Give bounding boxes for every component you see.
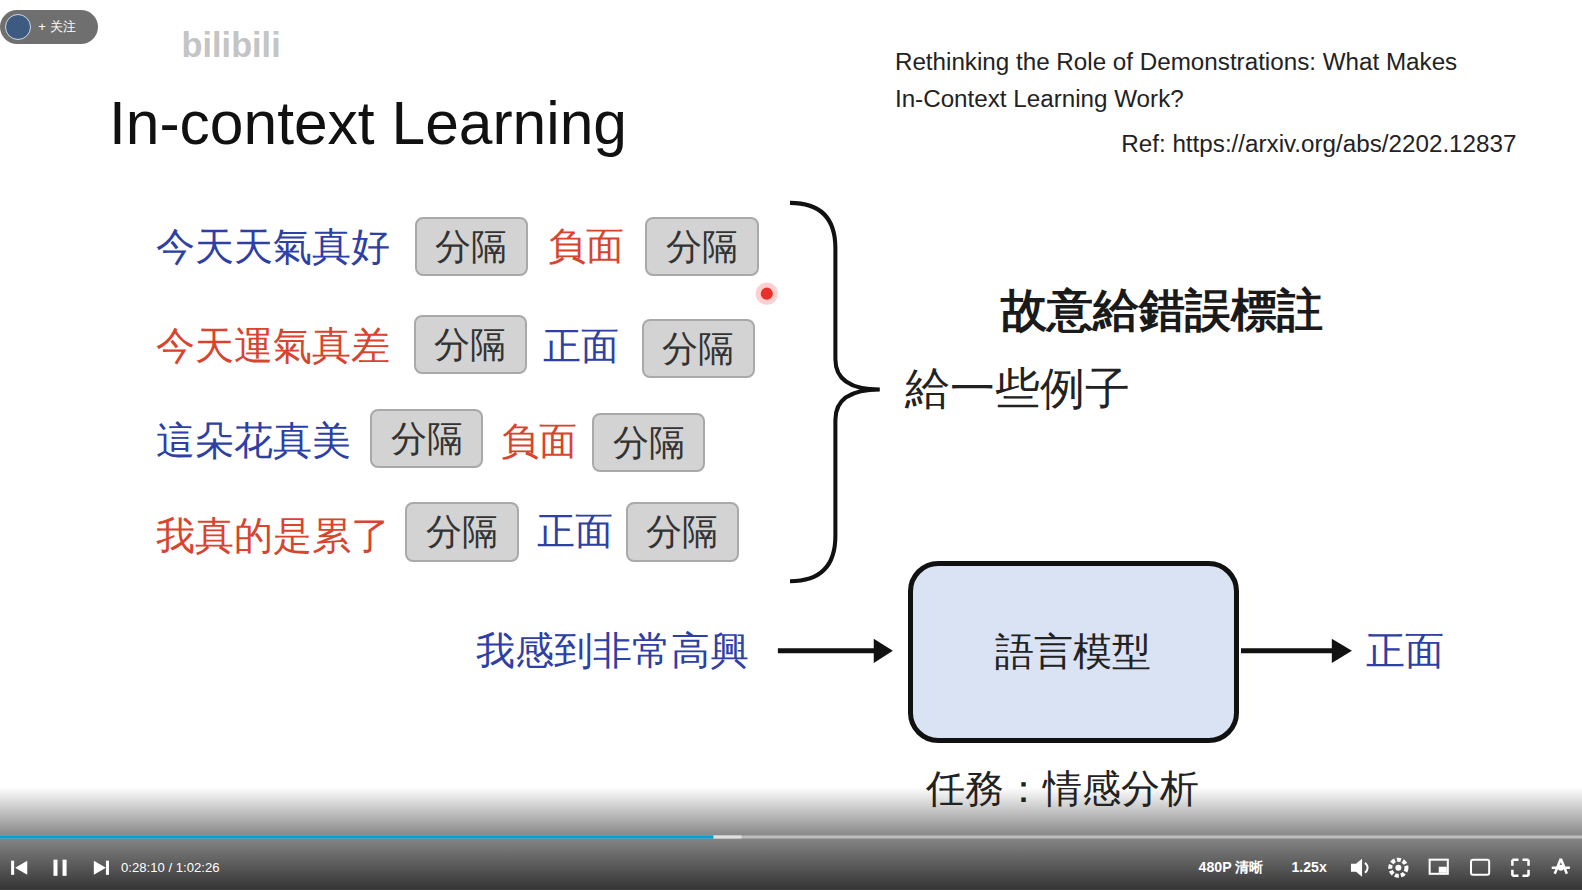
progress-buffer xyxy=(713,835,741,838)
pause-icon-right xyxy=(63,860,67,876)
next-icon-bar xyxy=(106,861,109,875)
slide-title: In-context Learning xyxy=(109,87,627,160)
separator-box: 分隔 xyxy=(592,413,705,473)
output-arrow-head xyxy=(1332,639,1352,663)
reference-title: Rethinking the Role of Demonstrations: W… xyxy=(895,44,1475,117)
prev-icon-bar xyxy=(11,861,14,875)
progress-track xyxy=(0,835,1582,838)
widescreen-icon xyxy=(1471,860,1489,875)
example-label: 負面 xyxy=(501,418,577,464)
progress-played xyxy=(0,835,713,838)
example-label: 負面 xyxy=(548,223,624,269)
output-arrow-line xyxy=(1241,648,1334,653)
separator-box-text: 分隔 xyxy=(426,510,498,554)
settings-icon xyxy=(1390,860,1406,876)
separator-box: 分隔 xyxy=(414,315,527,375)
example-label: 正面 xyxy=(537,508,613,554)
note-heading: 故意給錯誤標註 xyxy=(1001,283,1323,339)
settings-hub xyxy=(1395,865,1401,871)
volume-icon xyxy=(1351,859,1362,877)
player-shade xyxy=(0,787,1582,890)
laser-dot xyxy=(761,288,773,300)
separator-box-text: 分隔 xyxy=(646,510,718,554)
prev-icon xyxy=(15,861,27,875)
laser-glow xyxy=(756,283,778,305)
reference-link: Ref: https://arxiv.org/abs/2202.12837 xyxy=(1121,129,1516,158)
example-sentence: 這朵花真美 xyxy=(156,417,351,464)
follow-button: + 关注 xyxy=(0,10,98,44)
player-icons xyxy=(11,859,1570,877)
separator-box: 分隔 xyxy=(370,409,483,469)
separator-box: 分隔 xyxy=(415,217,528,277)
task-caption: 任務：情感分析 xyxy=(926,765,1199,812)
pip-icon xyxy=(1430,860,1448,874)
example-label: 正面 xyxy=(543,323,619,369)
player-speed: 1.25x xyxy=(1291,859,1326,876)
watermark: bilibili xyxy=(182,25,281,66)
model-box: 語言模型 xyxy=(908,561,1239,743)
example-sentence: 我真的是累了 xyxy=(156,512,390,559)
separator-box: 分隔 xyxy=(642,319,755,379)
volume-wave xyxy=(1365,863,1368,873)
fullscreen-icon xyxy=(1512,860,1528,876)
separator-box: 分隔 xyxy=(405,502,519,562)
example-sentence: 今天運氣真差 xyxy=(156,322,390,369)
curly-brace xyxy=(790,203,880,581)
next-icon xyxy=(94,861,106,875)
example-sentence: 今天天氣真好 xyxy=(156,223,390,270)
separator-box-text: 分隔 xyxy=(613,421,685,465)
separator-box-text: 分隔 xyxy=(662,327,734,371)
model-box-text: 語言模型 xyxy=(995,628,1151,675)
input-arrow-line xyxy=(778,648,876,653)
separator-box: 分隔 xyxy=(626,502,739,562)
more-icon xyxy=(1552,859,1570,874)
follow-button-text: + 关注 xyxy=(38,19,75,35)
pip-inner xyxy=(1439,867,1447,873)
input-sentence: 我感到非常高興 xyxy=(476,627,749,674)
separator-box: 分隔 xyxy=(645,217,759,277)
input-arrow-head xyxy=(874,639,893,663)
separator-box-text: 分隔 xyxy=(391,417,463,461)
pause-icon-left xyxy=(53,860,57,876)
output-label: 正面 xyxy=(1366,627,1444,674)
player-time: 0:28:10 / 1:02:26 xyxy=(121,860,219,876)
separator-box-text: 分隔 xyxy=(666,225,738,269)
avatar-icon xyxy=(5,14,31,40)
separator-box-text: 分隔 xyxy=(434,323,506,367)
brace-note: 給一些例子 xyxy=(905,362,1130,416)
player-quality: 480P 清晰 xyxy=(1199,859,1264,876)
separator-box-text: 分隔 xyxy=(435,225,507,269)
